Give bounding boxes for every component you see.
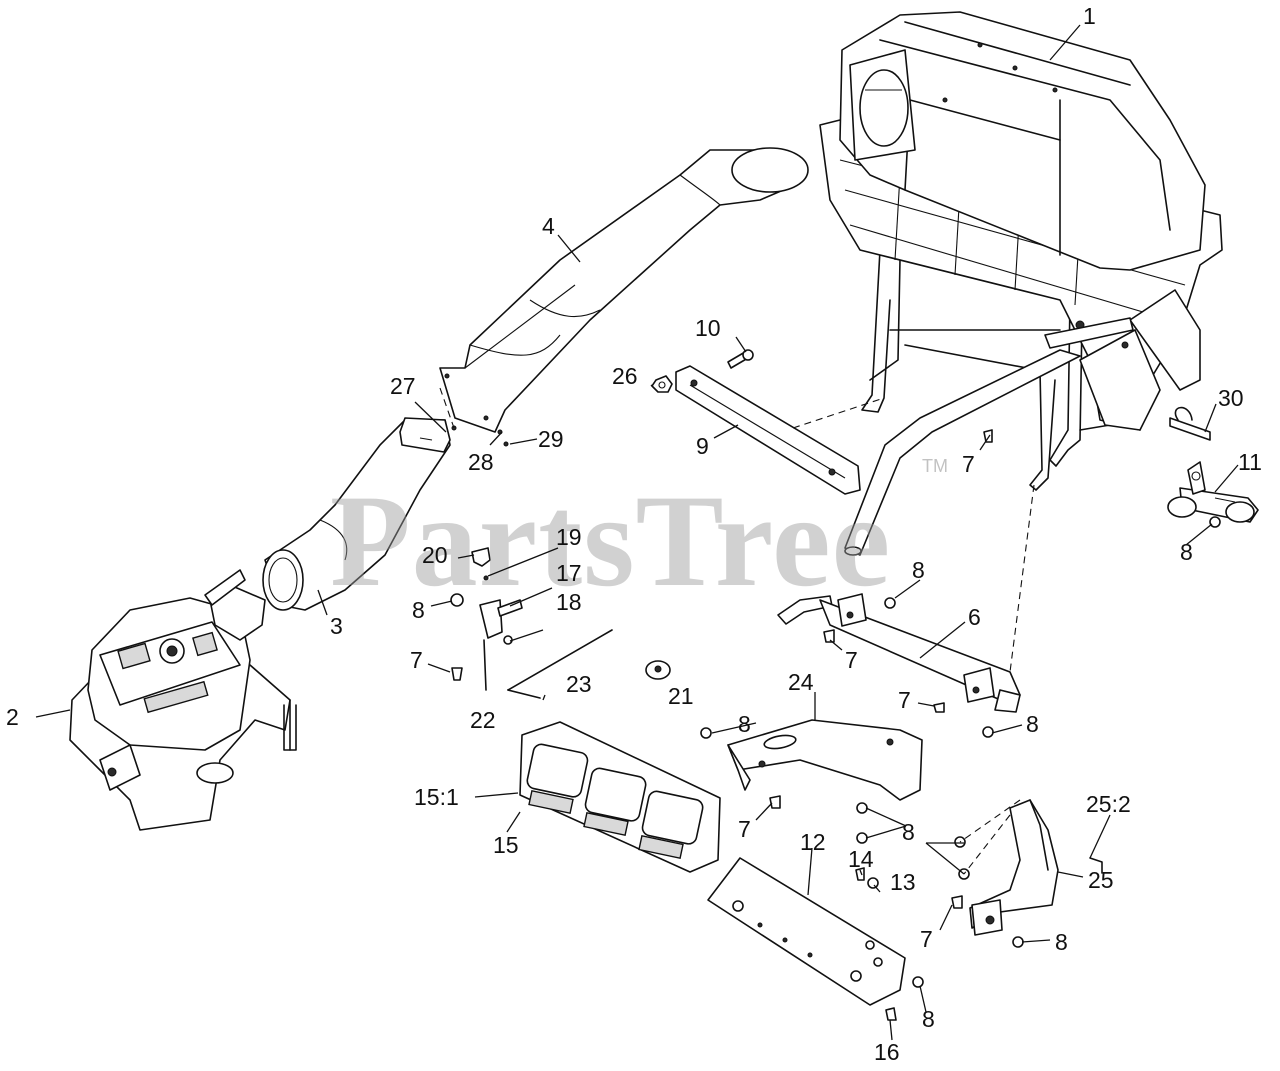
callout-9[interactable]: 9 — [696, 433, 709, 459]
callout-13[interactable]: 13 — [890, 869, 916, 895]
callout-6[interactable]: 6 — [968, 604, 981, 630]
part-9-bar[interactable] — [675, 365, 861, 495]
part-20-clip[interactable] — [471, 547, 491, 567]
callout-8-f[interactable]: 8 — [1180, 539, 1193, 565]
watermark-trademark: TM — [922, 456, 948, 476]
callout-21[interactable]: 21 — [668, 683, 694, 709]
callout-7-c[interactable]: 7 — [845, 647, 858, 673]
callout-22[interactable]: 22 — [470, 707, 496, 733]
part-4-upper-hose[interactable] — [439, 147, 809, 433]
callout-8-a[interactable]: 8 — [412, 597, 425, 623]
callout-2[interactable]: 2 — [6, 704, 19, 730]
callout-20[interactable]: 20 — [422, 542, 448, 568]
callout-18-visible[interactable]: 18 — [556, 589, 582, 615]
part-21-knob[interactable] — [645, 660, 671, 680]
callout-4[interactable]: 4 — [542, 213, 555, 239]
part-26-nut[interactable] — [651, 375, 673, 393]
callout-16[interactable]: 16 — [874, 1039, 900, 1065]
callout-7-e[interactable]: 7 — [738, 816, 751, 842]
callout-8-h[interactable]: 8 — [922, 1006, 935, 1032]
callout-12[interactable]: 12 — [800, 829, 826, 855]
callout-8-d[interactable]: 8 — [738, 711, 751, 737]
callout-8-c[interactable]: 8 — [1026, 711, 1039, 737]
callout-19[interactable]: 19 — [556, 524, 582, 550]
part-15-decal-panel[interactable] — [519, 721, 721, 873]
part-2-blower[interactable] — [69, 569, 297, 831]
callout-23[interactable]: 23 — [566, 671, 592, 697]
callout-11[interactable]: 11 — [1238, 449, 1262, 475]
partstree-watermark: PartsTree — [330, 467, 891, 614]
part-10-bolt[interactable] — [727, 349, 754, 369]
callout-8-e[interactable]: 8 — [902, 819, 915, 845]
callout-30[interactable]: 30 — [1218, 385, 1244, 411]
part-11-coupler[interactable] — [1167, 461, 1259, 523]
part-24-bracket[interactable] — [727, 719, 923, 801]
callout-15[interactable]: 15 — [493, 832, 519, 858]
callout-24[interactable]: 24 — [788, 669, 814, 695]
part-6-link[interactable] — [777, 593, 1021, 713]
callout-7-f[interactable]: 7 — [920, 926, 933, 952]
callout-14[interactable]: 14 — [848, 846, 874, 872]
callout-1[interactable]: 1 — [1083, 3, 1096, 29]
callout-leaders — [35, 24, 1239, 1041]
callout-27[interactable]: 27 — [390, 373, 416, 399]
callout-7-b[interactable]: 7 — [410, 647, 423, 673]
callout-25[interactable]: 25 — [1088, 867, 1114, 893]
part-30-pin[interactable] — [1169, 406, 1211, 441]
callout-8-g[interactable]: 8 — [1055, 929, 1068, 955]
part-1-hopper[interactable] — [819, 11, 1223, 491]
callout-25-2[interactable]: 25:2 — [1086, 791, 1131, 817]
callout-7-a[interactable]: 7 — [962, 451, 975, 477]
callout-26[interactable]: 26 — [612, 363, 638, 389]
callout-15-1[interactable]: 15:1 — [414, 784, 459, 810]
part-3-lower-hose[interactable] — [262, 417, 451, 611]
part-25-bracket[interactable] — [969, 799, 1103, 936]
part-22-rod[interactable] — [507, 629, 613, 699]
callout-17[interactable]: 17 — [556, 560, 582, 586]
callout-7-d[interactable]: 7 — [898, 687, 911, 713]
part-12-plate[interactable] — [707, 857, 906, 1006]
assembly-guide-lines — [439, 387, 1035, 875]
callout-29[interactable]: 29 — [538, 426, 564, 452]
callout-numbers: 1 2 3 4 6 7 7 7 7 7 7 8 8 8 8 8 8 8 8 9 … — [6, 3, 1262, 1065]
callout-28[interactable]: 28 — [468, 449, 494, 475]
handle-rod[interactable] — [844, 317, 1134, 556]
callout-3[interactable]: 3 — [330, 613, 343, 639]
callout-10[interactable]: 10 — [695, 315, 721, 341]
callout-8-b[interactable]: 8 — [912, 557, 925, 583]
